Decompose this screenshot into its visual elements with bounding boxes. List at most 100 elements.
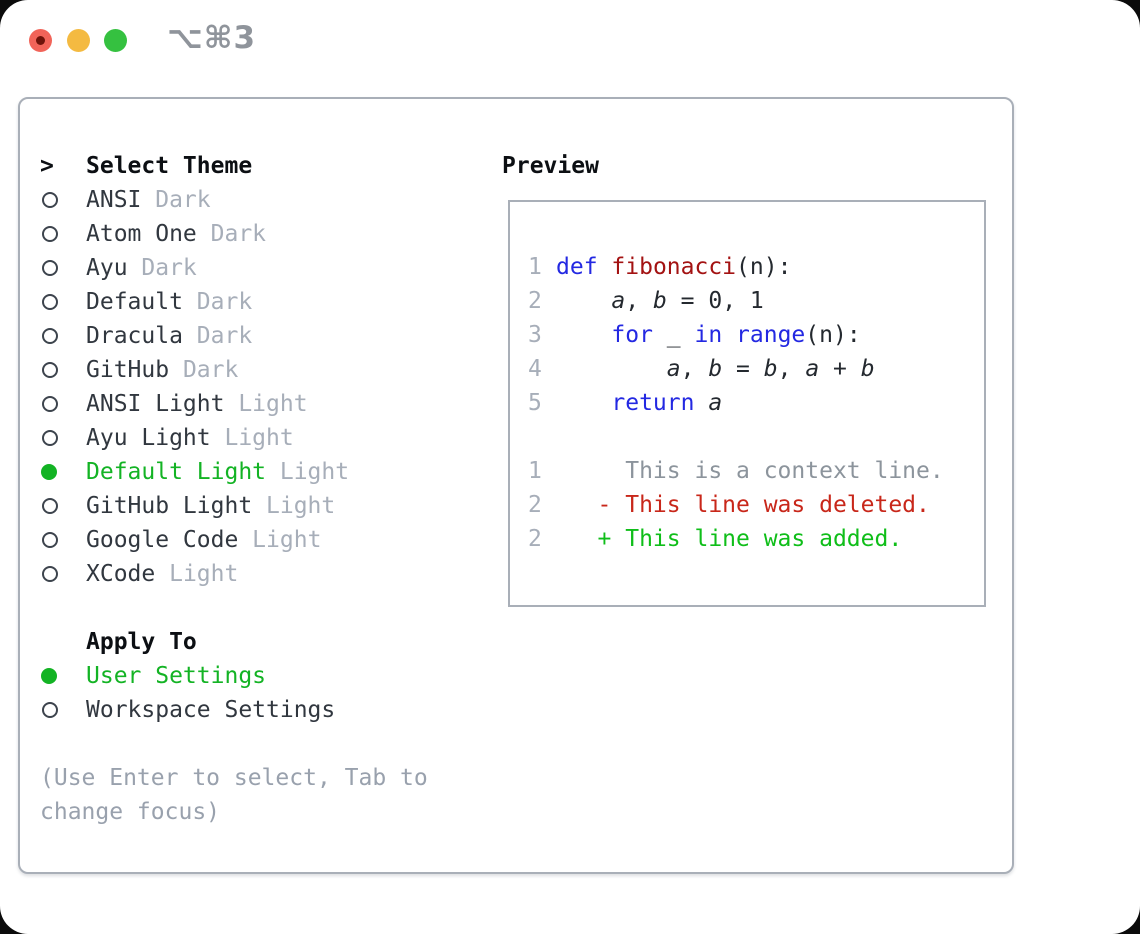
code-segment-p <box>722 322 736 348</box>
theme-option-ansi[interactable]: ANSI Dark <box>40 183 428 217</box>
theme-option-label: Default Light Light <box>86 455 349 489</box>
radio-unselected-icon <box>42 328 58 344</box>
theme-variant-badge: Dark <box>141 187 211 213</box>
theme-option-label: Default Dark <box>86 285 252 319</box>
radio-unselected-icon <box>42 260 58 276</box>
code-line: 1 def fibonacci(n): <box>528 250 976 284</box>
theme-option-github[interactable]: GitHub Dark <box>40 353 428 387</box>
line-number: 4 <box>528 356 542 382</box>
code-segment-var: a <box>666 356 681 382</box>
apply-option-user-settings[interactable]: User Settings <box>40 659 428 693</box>
line-number: 3 <box>528 322 542 348</box>
theme-option-xcode[interactable]: XCode Light <box>40 557 428 591</box>
zoom-button[interactable] <box>104 29 127 52</box>
code-segment-p: , <box>625 288 653 314</box>
line-number: 5 <box>528 390 542 416</box>
close-button[interactable] <box>29 29 52 52</box>
theme-option-ayu-light[interactable]: Ayu Light Light <box>40 421 428 455</box>
apply-to-title: Apply To <box>86 629 197 655</box>
theme-option-label: ANSI Light Light <box>86 387 308 421</box>
theme-name: Atom One <box>86 221 197 247</box>
minimize-button[interactable] <box>67 29 90 52</box>
theme-option-ansi-light[interactable]: ANSI Light Light <box>40 387 428 421</box>
help-text-line-1: (Use Enter to select, Tab to <box>40 765 428 791</box>
theme-option-label: Ayu Dark <box>86 251 197 285</box>
diff-line-deleted: 2 - This line was deleted. <box>528 488 976 522</box>
radio-unselected-icon <box>42 226 58 242</box>
theme-variant-badge: Light <box>224 391 308 417</box>
code-segment-kw: def <box>556 254 598 280</box>
help-text-line-2: change focus) <box>40 799 221 825</box>
code-segment-p <box>556 322 611 348</box>
spacer <box>40 591 428 625</box>
radio-selected-icon <box>41 668 57 684</box>
apply-to-header-row: Apply To <box>40 625 428 659</box>
diff-text: This is a context line. <box>556 458 944 484</box>
window-shortcut-label: ⌥⌘3 <box>167 20 257 56</box>
theme-name: XCode <box>86 561 156 587</box>
code-segment-p: (n): <box>736 254 792 280</box>
theme-variant-badge: Dark <box>196 221 267 247</box>
diff-text: - This line was deleted. <box>556 492 930 518</box>
radio-unselected-icon <box>42 566 58 582</box>
radio-selected-icon <box>41 464 57 480</box>
apply-option-workspace-settings[interactable]: Workspace Settings <box>40 693 428 727</box>
diff-line-context: 1 This is a context line. <box>528 454 976 488</box>
theme-variant-badge: Light <box>266 459 350 485</box>
theme-option-label: Ayu Light Light <box>86 421 294 455</box>
spacer <box>40 727 428 761</box>
theme-option-label: Atom One Dark <box>86 217 266 251</box>
theme-name: Default Light <box>86 459 267 485</box>
code-segment-p: , <box>680 356 709 382</box>
code-segment-fn: fibonacci <box>611 254 737 280</box>
titlebar: ⌥⌘3 <box>0 0 1140 80</box>
radio-cell <box>40 319 86 353</box>
radio-cell <box>40 421 86 455</box>
theme-option-github-light[interactable]: GitHub Light Light <box>40 489 428 523</box>
theme-option-google-code[interactable]: Google Code Light <box>40 523 428 557</box>
line-number: 1 <box>528 254 542 280</box>
line-number: 1 <box>528 458 542 484</box>
code-segment-p <box>556 288 611 314</box>
theme-option-atom-one[interactable]: Atom One Dark <box>40 217 428 251</box>
theme-name: Ayu Light <box>86 425 211 451</box>
theme-name: GitHub Light <box>86 493 253 519</box>
code-segment-p <box>694 390 708 416</box>
theme-option-default[interactable]: Default Dark <box>40 285 428 319</box>
code-content: def fibonacci(n): <box>556 250 791 284</box>
theme-option-default-light[interactable]: Default Light Light <box>40 455 428 489</box>
select-theme-header-row: > Select Theme <box>40 149 428 183</box>
select-theme-title: Select Theme <box>86 153 253 179</box>
code-segment-p: , <box>777 356 806 382</box>
prompt-caret: > <box>40 153 54 179</box>
code-segment-var: b <box>652 288 667 314</box>
radio-unselected-icon <box>42 532 58 548</box>
radio-unselected-icon <box>42 430 58 446</box>
apply-option-label: User Settings <box>86 663 267 689</box>
code-segment-p <box>556 390 611 416</box>
theme-variant-badge: Dark <box>182 289 253 315</box>
code-segment-kw: in <box>694 322 723 348</box>
theme-variant-badge: Light <box>210 425 294 451</box>
theme-name: ANSI <box>86 187 142 213</box>
theme-name: Dracula <box>86 323 183 349</box>
code-content: a, b = 0, 1 <box>556 284 763 318</box>
code-line: 4 a, b = b, a + b <box>528 352 976 386</box>
theme-option-dracula[interactable]: Dracula Dark <box>40 319 428 353</box>
theme-name: GitHub <box>86 357 170 383</box>
code-segment-p <box>556 356 667 382</box>
radio-cell <box>40 285 86 319</box>
theme-name: ANSI Light <box>86 391 225 417</box>
line-number: 2 <box>528 526 542 552</box>
radio-cell <box>40 353 86 387</box>
radio-cell <box>40 523 86 557</box>
code-segment-var: b <box>708 356 723 382</box>
theme-option-label: ANSI Dark <box>86 183 211 217</box>
theme-option-ayu[interactable]: Ayu Dark <box>40 251 428 285</box>
code-segment-var: b <box>860 356 875 382</box>
